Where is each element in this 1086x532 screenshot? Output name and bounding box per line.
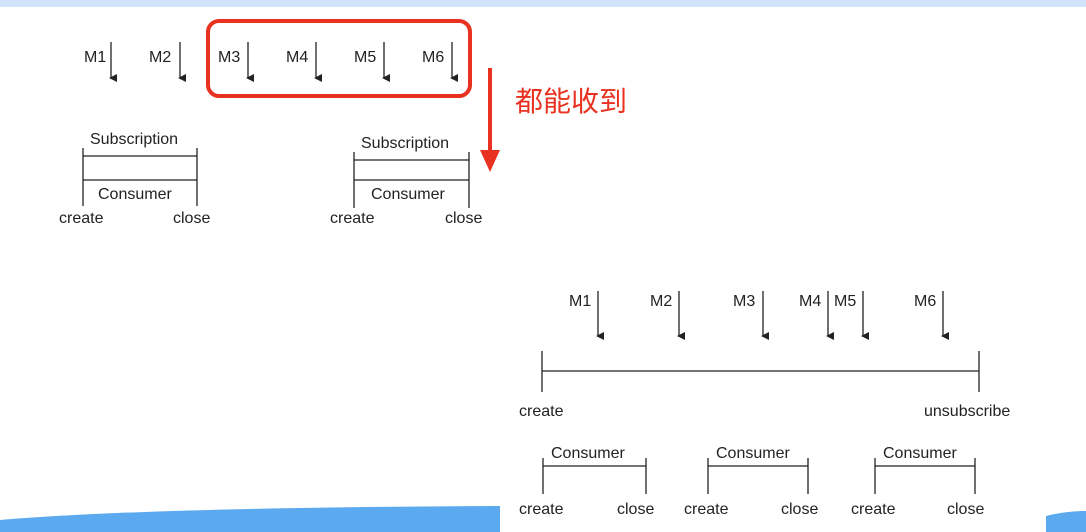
message-label: M6 [422, 49, 444, 66]
create-label: create [684, 501, 729, 518]
bottom-right-wave [1046, 511, 1086, 532]
message-m1: M1 [569, 291, 604, 340]
subscription-timeline: create unsubscribe [519, 351, 1010, 420]
message-m1: M1 [84, 42, 117, 82]
consumer-label: Consumer [371, 186, 445, 203]
unsubscribe-label: unsubscribe [924, 403, 1010, 420]
message-m4: M4 [799, 291, 834, 340]
close-label: close [617, 501, 654, 518]
message-m3: M3 [733, 291, 769, 340]
diagram-b: M1 M2 M3 M4 M5 M6 create unsu [519, 291, 1010, 518]
create-label: create [519, 501, 564, 518]
subscription-2: Subscription Consumer create close [330, 135, 482, 227]
message-label: M6 [914, 293, 936, 310]
message-m4: M4 [286, 42, 322, 82]
annotation-text: 都能收到 [515, 85, 627, 118]
message-label: M5 [834, 293, 856, 310]
diagram-a: M1 M2 M3 M4 M5 M6 都能收到 [59, 19, 627, 227]
consumer-2: Consumer create close [684, 445, 818, 518]
message-label: M5 [354, 49, 376, 66]
top-band [0, 0, 1086, 7]
close-label: close [173, 210, 210, 227]
subscription-1: Subscription Consumer create close [59, 131, 210, 227]
close-label: close [781, 501, 818, 518]
message-label: M3 [218, 49, 240, 66]
create-label: create [330, 210, 375, 227]
message-m5: M5 [834, 291, 869, 340]
consumer-label: Consumer [716, 445, 790, 462]
subscription-label: Subscription [361, 135, 449, 152]
create-label: create [851, 501, 896, 518]
consumer-label: Consumer [551, 445, 625, 462]
message-label: M4 [286, 49, 308, 66]
create-label: create [519, 403, 564, 420]
message-label: M3 [733, 293, 755, 310]
bottom-left-wave [0, 506, 500, 532]
message-label: M1 [569, 293, 591, 310]
create-label: create [59, 210, 104, 227]
message-m6: M6 [422, 42, 458, 82]
consumer-label: Consumer [883, 445, 957, 462]
message-label: M1 [84, 49, 106, 66]
message-m6: M6 [914, 291, 949, 340]
message-label: M4 [799, 293, 821, 310]
close-label: close [947, 501, 984, 518]
consumer-1: Consumer create close [519, 445, 654, 518]
message-m2: M2 [650, 291, 685, 340]
message-label: M2 [650, 293, 672, 310]
highlight-box [206, 19, 472, 98]
consumer-3: Consumer create close [851, 445, 984, 518]
consumer-label: Consumer [98, 186, 172, 203]
red-down-arrow [480, 68, 500, 172]
message-m2: M2 [149, 42, 186, 82]
close-label: close [445, 210, 482, 227]
message-m5: M5 [354, 42, 390, 82]
message-label: M2 [149, 49, 171, 66]
message-m3: M3 [218, 42, 254, 82]
subscription-label: Subscription [90, 131, 178, 148]
